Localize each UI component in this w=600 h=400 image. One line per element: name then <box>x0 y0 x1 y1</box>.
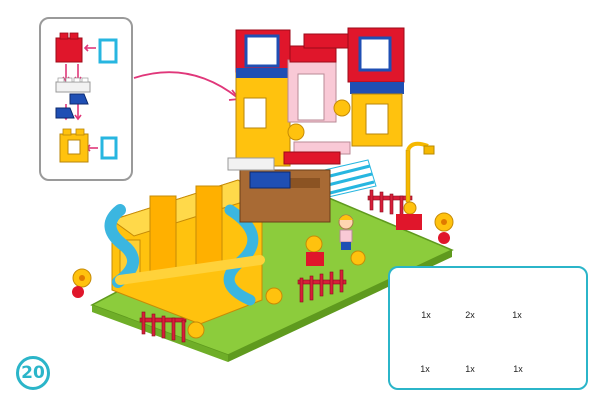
step-number: 20 <box>21 363 45 383</box>
part-qty-small-window: 1x <box>512 310 522 320</box>
child-figure <box>338 214 354 250</box>
red-fence <box>139 189 413 343</box>
house-building <box>235 27 405 167</box>
yellow-chute <box>115 255 265 285</box>
street-lamp <box>405 141 435 203</box>
part-qty-white-brick: 1x <box>421 310 431 320</box>
part-qty-red-window-brick: 1x <box>513 364 523 374</box>
window-part-top <box>98 38 118 64</box>
stairs <box>227 141 351 189</box>
red-brick-part <box>55 32 83 63</box>
model-assembly <box>72 27 454 362</box>
parts-list-box <box>388 266 588 390</box>
part-qty-blue-slope: 2x <box>465 310 475 320</box>
white-brick-part <box>55 77 91 93</box>
yellow-window-part <box>59 128 89 163</box>
part-qty-yellow-window-brick: 1x <box>465 364 475 374</box>
subassembly-inset <box>39 17 133 181</box>
part-qty-window-frame: 1x <box>420 364 430 374</box>
flowers <box>72 99 454 339</box>
blue-slope-part <box>55 93 89 119</box>
window-part-bottom <box>100 136 118 160</box>
step-number-badge: 20 <box>16 356 50 390</box>
marble-run-tower <box>110 179 264 325</box>
callout-arrow <box>133 71 241 101</box>
